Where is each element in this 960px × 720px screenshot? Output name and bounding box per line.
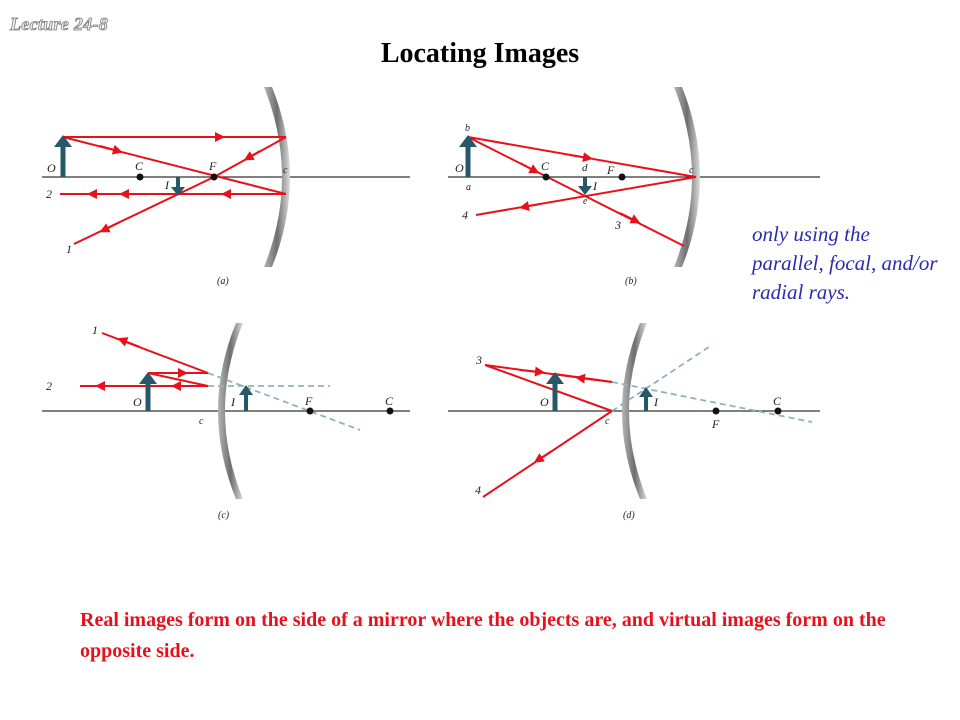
label-image: I: [653, 395, 659, 409]
label-ray-1: 1: [66, 242, 72, 256]
label-b: b: [465, 123, 470, 134]
summary-statement: Real images form on the side of a mirror…: [80, 609, 886, 662]
caption-b: (b): [625, 276, 637, 287]
panel-b: b O a C d F I e c 4 3 (b): [448, 87, 820, 287]
caption-a: (a): [217, 276, 229, 287]
label-ray-3: 3: [614, 218, 621, 232]
page-title: Locating Images: [380, 38, 580, 69]
label-ray-1: 1: [92, 323, 98, 337]
label-image: I: [230, 395, 236, 409]
concave-mirror: [264, 87, 290, 267]
label-ray-2: 2: [46, 187, 52, 201]
label-image: I: [592, 179, 598, 193]
label-e: e: [583, 196, 588, 207]
label-center: C: [773, 394, 782, 408]
label-center: C: [541, 159, 550, 173]
convex-mirror: [622, 323, 647, 499]
label-object: O: [540, 395, 549, 409]
label-ray-4: 4: [475, 483, 481, 497]
ray-method-note: only using the parallel, focal, and/or r…: [752, 222, 938, 304]
label-object: O: [133, 395, 142, 409]
convex-mirror: [218, 323, 243, 499]
label-ray-4: 4: [462, 208, 468, 222]
label-object: O: [47, 161, 56, 175]
label-focus: F: [711, 417, 720, 431]
concave-mirror: [674, 87, 700, 267]
label-center: C: [135, 159, 144, 173]
label-d: d: [582, 162, 588, 174]
label-vertex: c: [283, 165, 288, 176]
panel-c: 1 2 O I F C c (c): [42, 323, 410, 521]
lecture-number: Lecture 24-8: [10, 14, 109, 35]
label-focus: F: [606, 163, 615, 177]
label-vertex: c: [689, 165, 694, 176]
label-center: C: [385, 394, 394, 408]
caption-d: (d): [623, 510, 635, 521]
label-ray-3: 3: [475, 353, 482, 367]
caption-c: (c): [218, 510, 230, 521]
label-vertex: c: [199, 416, 204, 427]
label-a: a: [466, 182, 471, 193]
label-focus: F: [208, 159, 217, 173]
label-ray-2: 2: [46, 379, 52, 393]
panel-d: 3 O I F C c 4 (d): [448, 323, 820, 521]
label-focus: F: [304, 394, 313, 408]
label-object: O: [455, 161, 464, 175]
label-vertex: c: [605, 416, 610, 427]
label-image: I: [164, 178, 170, 192]
panel-a: O C F I c 2 1 (a): [42, 87, 410, 287]
